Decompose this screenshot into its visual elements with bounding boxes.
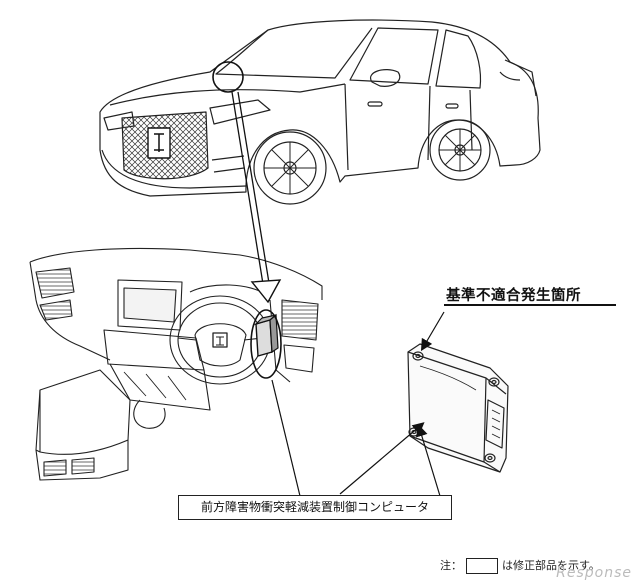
note-prefix: 注： — [440, 559, 462, 572]
legend-note: 注： は修正部品を示す。 — [440, 557, 600, 574]
control-computer-illustration — [407, 343, 509, 473]
defect-location-heading: 基準不適合発生箇所 — [446, 288, 581, 304]
location-arrow — [231, 91, 282, 304]
note-suffix: は修正部品を示す。 — [502, 559, 600, 572]
callout-leaders — [271, 379, 441, 497]
windshield-location-circle — [212, 61, 244, 93]
legend-swatch — [466, 558, 498, 574]
watermark: Response — [556, 565, 632, 581]
component-callout-label: 前方障害物衝突軽減装置制御コンピュータ — [178, 495, 452, 520]
heading-underline — [444, 304, 616, 306]
sedan-illustration — [99, 19, 541, 205]
dashboard-illustration — [29, 247, 323, 481]
unit-location-on-dashboard — [250, 309, 282, 379]
heading-pointer — [420, 311, 445, 352]
